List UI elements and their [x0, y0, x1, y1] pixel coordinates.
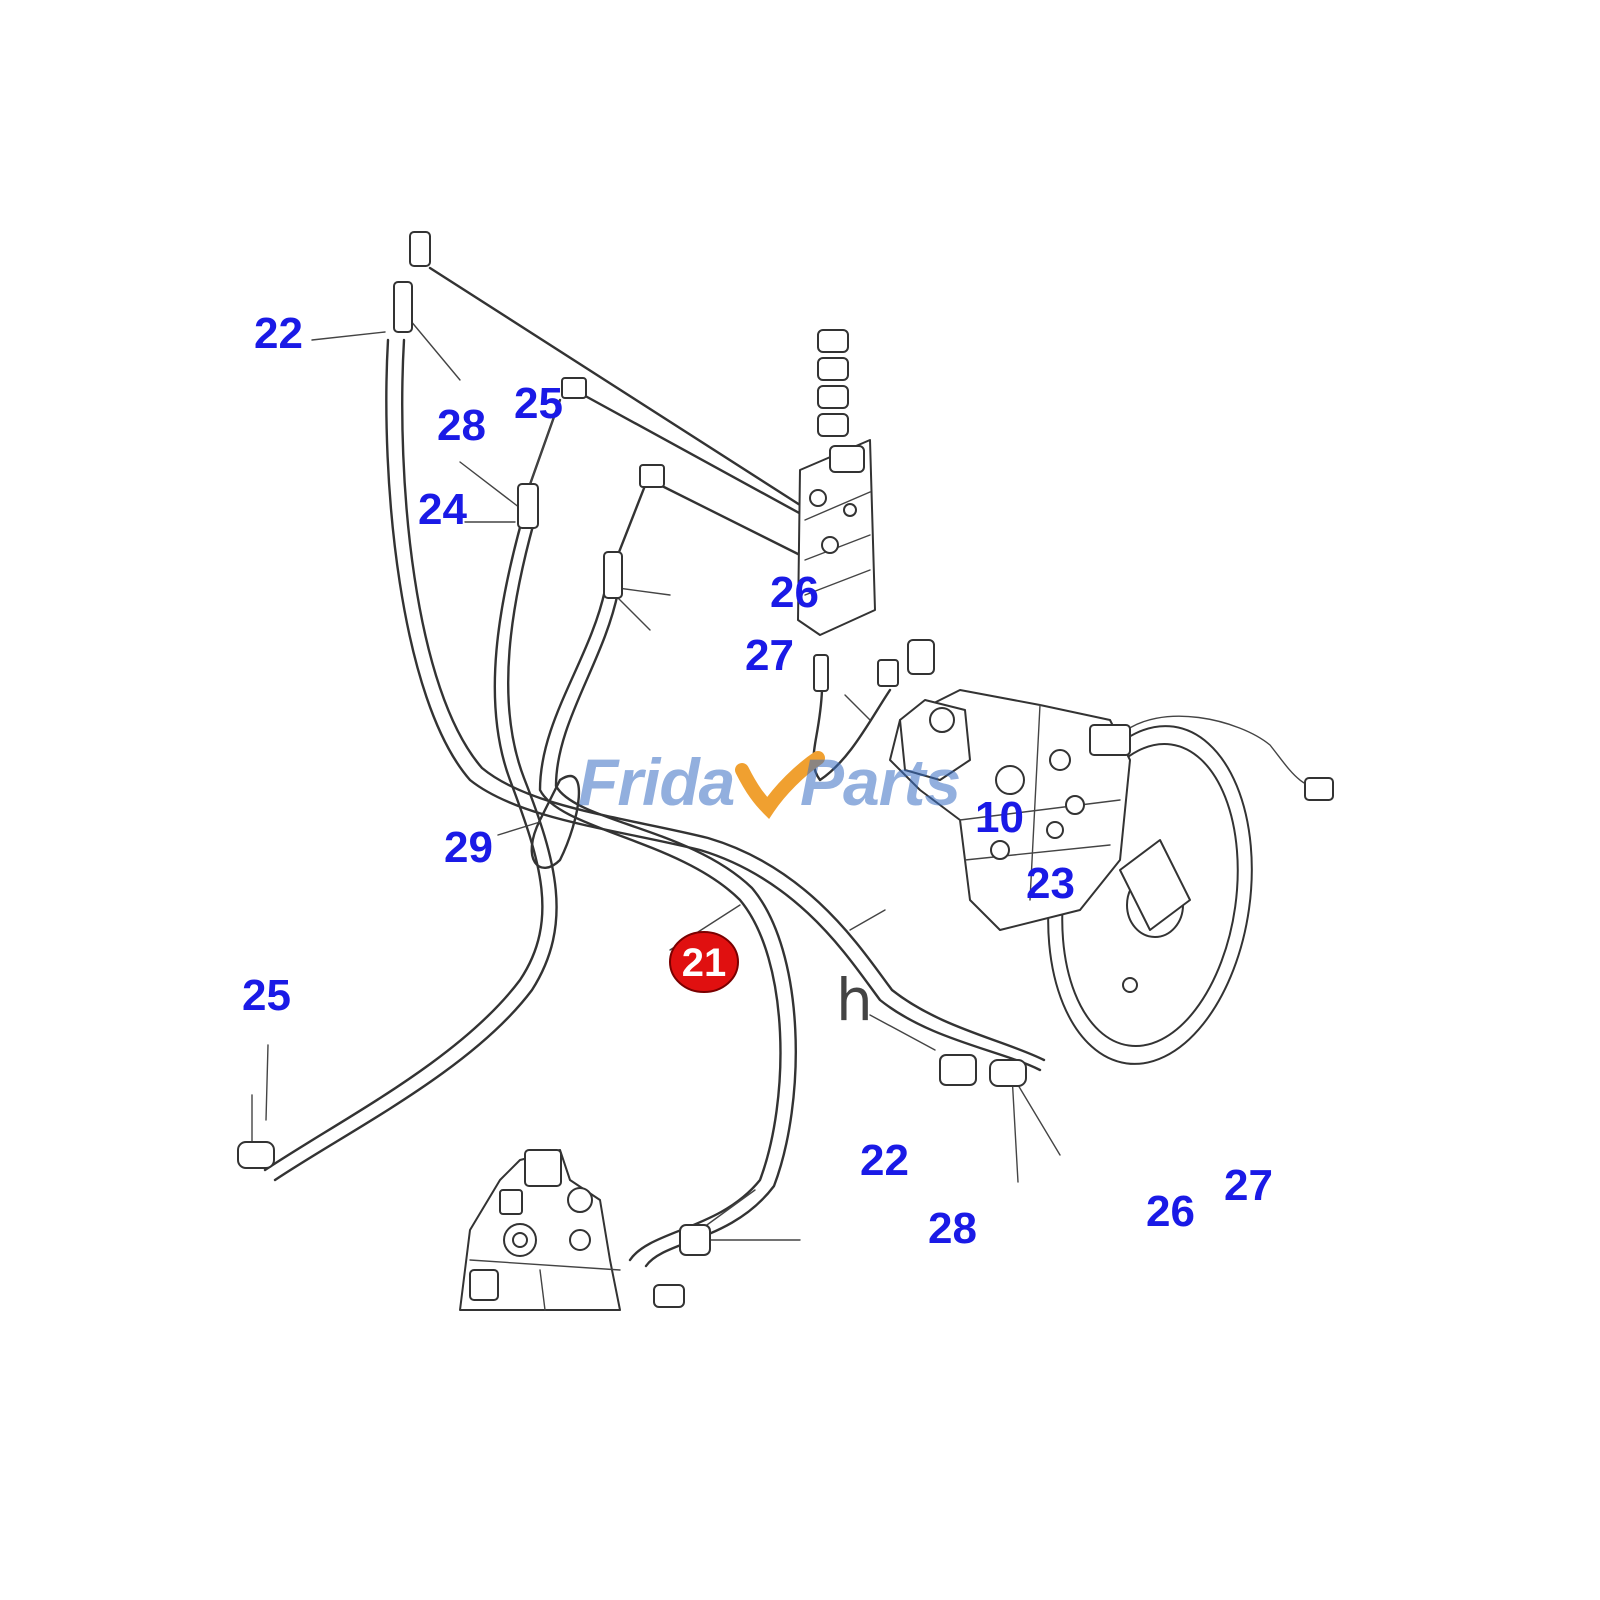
callout-27: 27	[745, 631, 794, 680]
fitting-25-top	[561, 377, 587, 399]
fitting-bottom-b	[653, 1284, 685, 1308]
callout-28: 28	[437, 401, 486, 450]
callout-29: 29	[444, 823, 493, 872]
callout-28: 28	[928, 1204, 977, 1253]
highlight-badge-label: 21	[682, 941, 727, 985]
fitting-26-right	[907, 639, 935, 675]
main-pump-assembly	[889, 689, 1253, 1065]
hose-24-inner	[273, 520, 558, 1182]
fitting-24	[517, 483, 539, 529]
highlight-badge: 21	[669, 931, 739, 993]
fittings	[237, 231, 1334, 1308]
h-marker: h	[836, 966, 873, 1034]
pipe-top-b	[576, 390, 814, 522]
plug-22-bottom	[869, 1014, 936, 1051]
control-valve	[459, 1149, 621, 1311]
leader-lines	[251, 319, 1206, 1241]
watermark-text-1: Frida	[578, 745, 734, 819]
callout-labels: 22 28 25 24 26 27 10 23 29 25 22 28 26 2…	[242, 309, 1273, 1253]
watermark: Frida Parts	[578, 745, 961, 819]
y-swoosh-logo	[735, 751, 825, 819]
fitting-top	[409, 231, 431, 267]
fitting-mid	[603, 551, 623, 599]
hose-24	[263, 518, 544, 1172]
callout-24: 24	[418, 485, 467, 534]
fitting-26-bottom	[989, 1059, 1027, 1087]
fitting-22-top	[393, 281, 413, 333]
callout-22: 22	[254, 309, 303, 358]
solenoid-valve-block	[797, 329, 876, 636]
fitting-left-bottom	[237, 1141, 275, 1169]
fitting-27	[813, 654, 829, 692]
highlight-badge-bg	[669, 931, 739, 993]
sensor-wire	[1119, 715, 1331, 791]
callout-23: 23	[1026, 859, 1075, 908]
fitting-valve-top	[639, 464, 665, 488]
watermark-text-2: Parts	[800, 745, 960, 819]
pipe-27	[812, 688, 892, 782]
fitting-bottom-a	[679, 1224, 711, 1256]
hose-21-inner	[554, 590, 797, 1268]
callout-10: 10	[975, 793, 1024, 842]
callout-26: 26	[770, 568, 819, 617]
hose-22-inner	[401, 338, 1046, 1062]
callout-26: 26	[1146, 1187, 1195, 1236]
hose-21	[538, 588, 782, 1262]
fitting-22-bottom	[939, 1054, 977, 1086]
pipe-top-a	[428, 266, 802, 507]
pipe-top-c	[658, 483, 812, 562]
hose-22	[385, 338, 1042, 1072]
hose-group	[263, 266, 1331, 1268]
fitting-26-top	[877, 659, 899, 687]
callout-22: 22	[860, 1136, 909, 1185]
callout-25: 25	[242, 971, 291, 1020]
sensor-connector	[1304, 777, 1334, 801]
clamp-29	[530, 775, 581, 870]
callout-25: 25	[514, 379, 563, 428]
callout-27: 27	[1224, 1161, 1273, 1210]
